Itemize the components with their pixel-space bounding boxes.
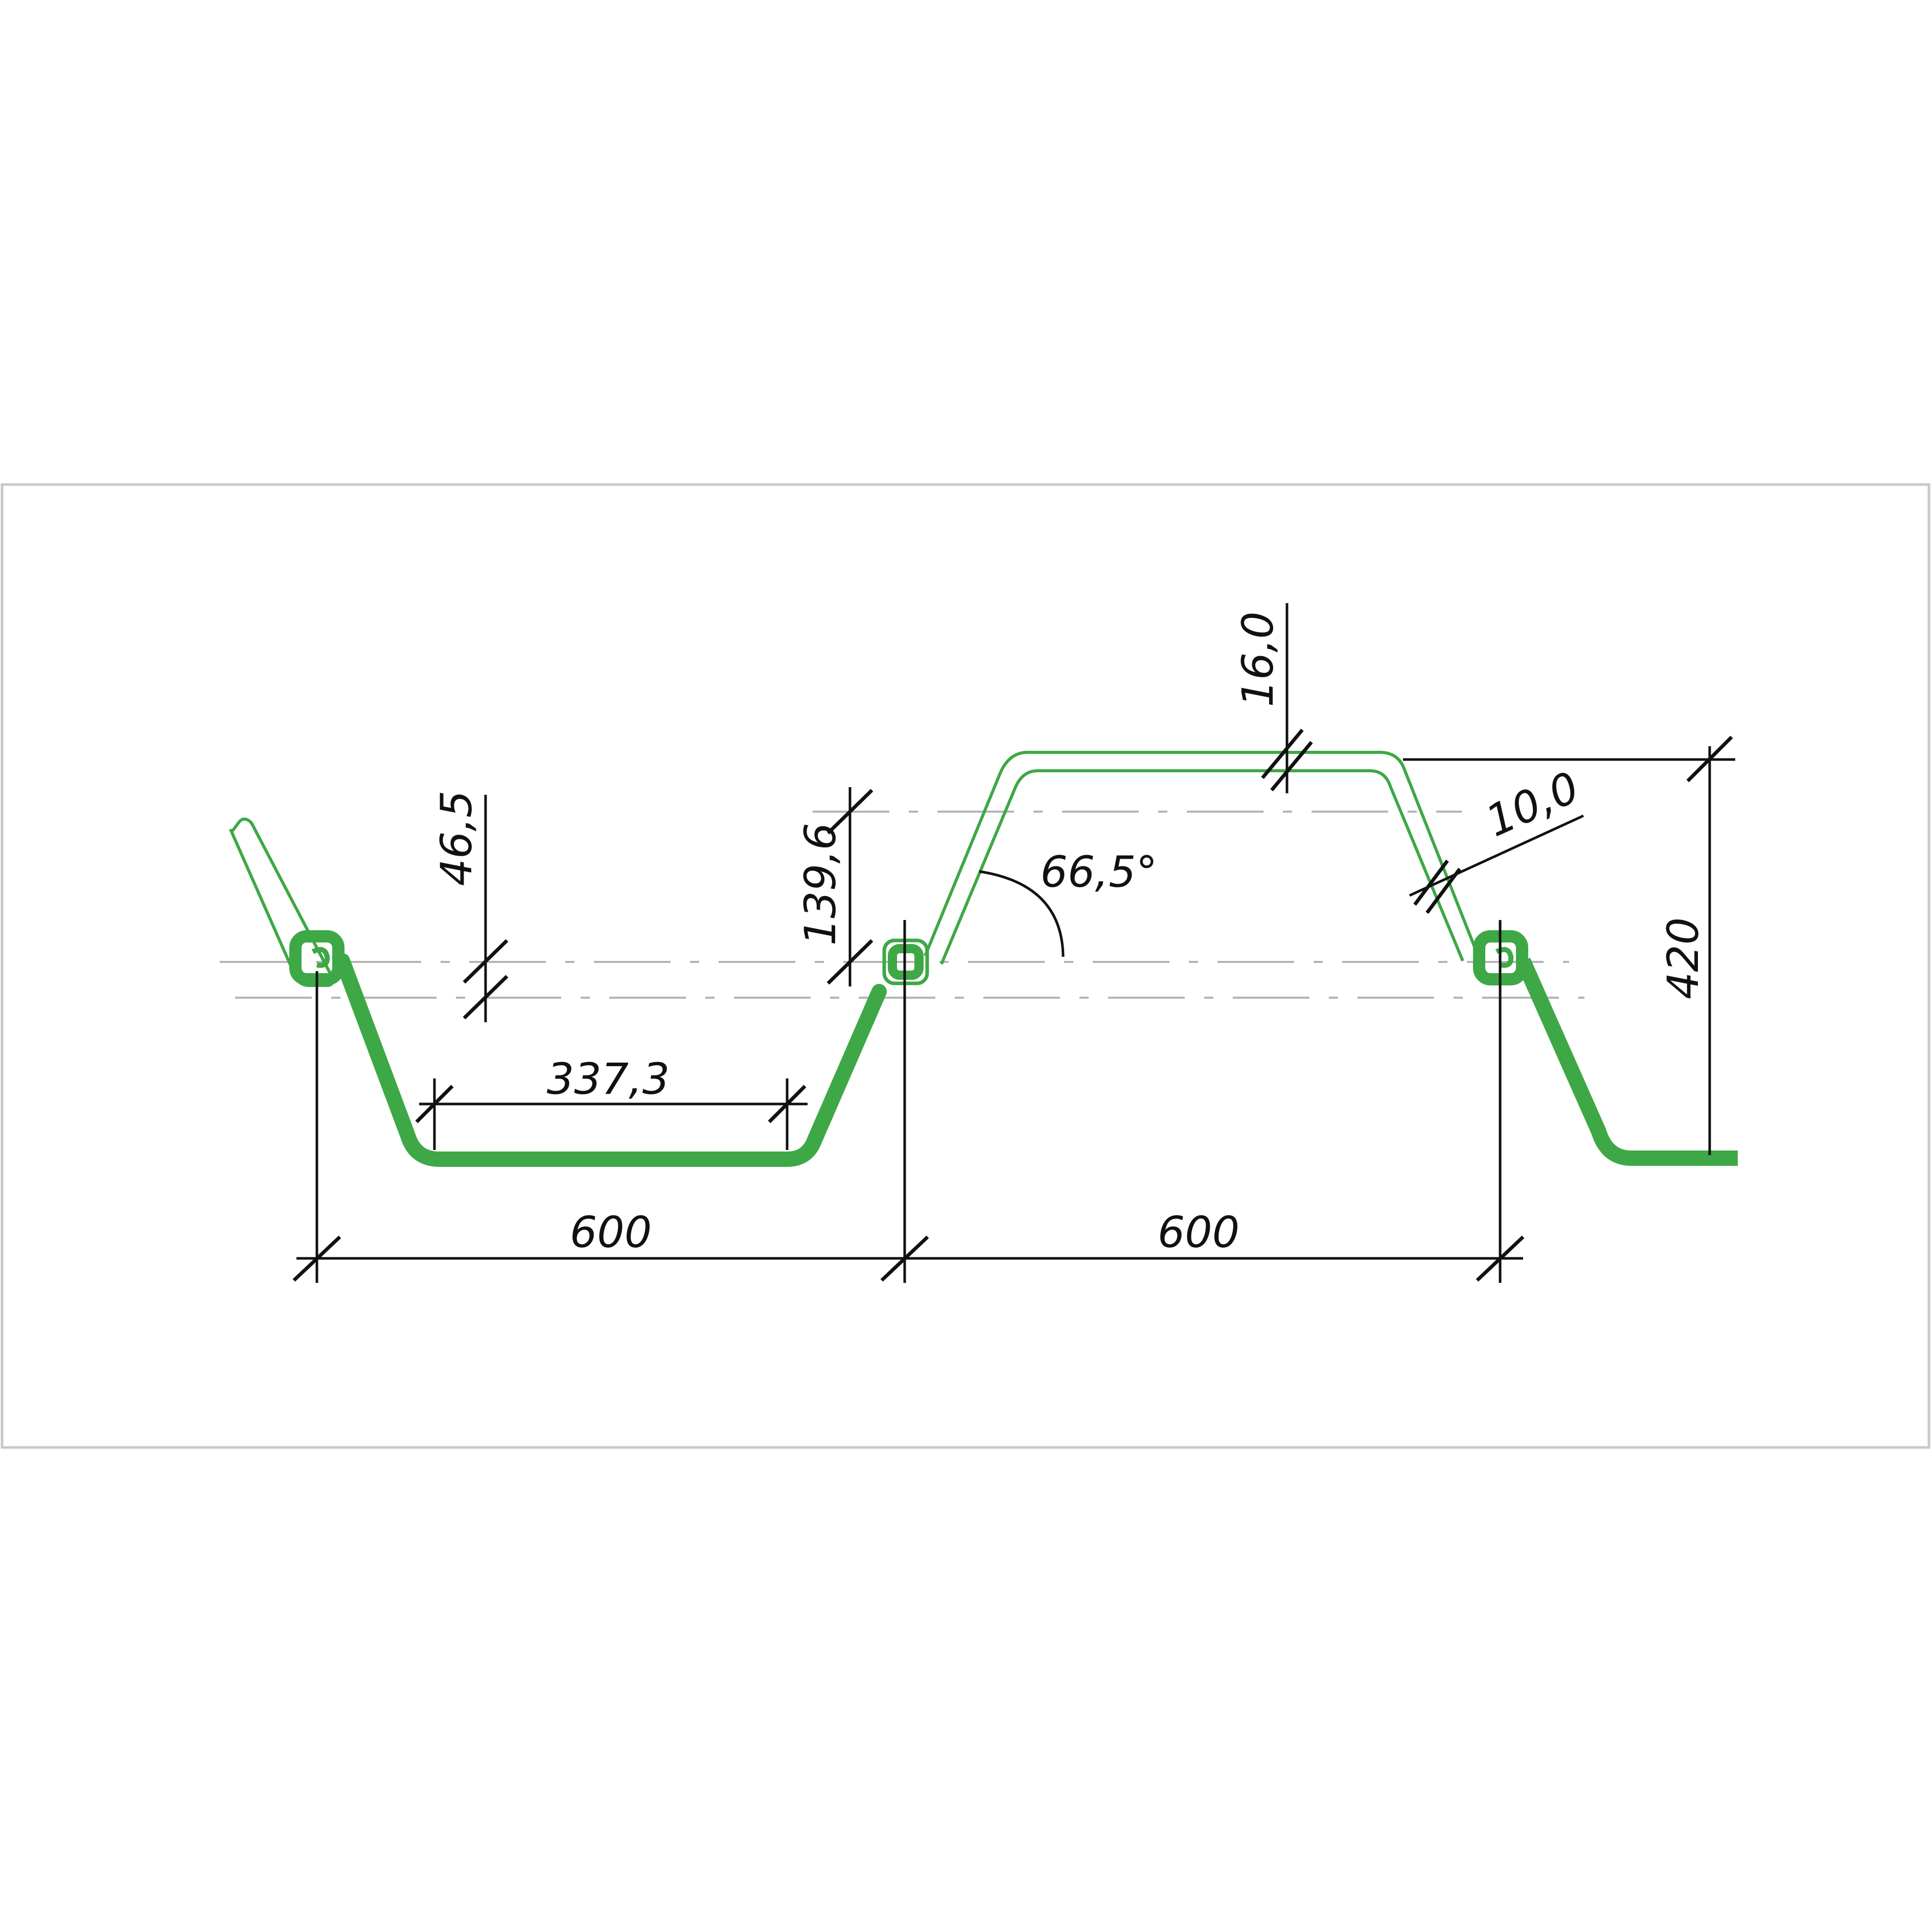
flange-width-label: 337,3 <box>547 1054 670 1104</box>
flange-tick-right <box>768 1085 807 1123</box>
pitch-tick-right <box>1476 1235 1525 1282</box>
thickness-tick-inner <box>1270 741 1313 792</box>
pitch-tick-middle <box>880 1235 929 1282</box>
height-label: 420 <box>1658 917 1708 999</box>
sheet-profile <box>228 751 1738 1167</box>
lock-height-tick-bottom <box>826 939 873 985</box>
thickness-tick-outer <box>1261 728 1304 779</box>
offset-tick-bottom <box>463 975 509 1020</box>
axis-offset-label: 46,5 <box>431 790 481 886</box>
web-angle-label: 66,5° <box>1040 847 1157 897</box>
dimension-lines <box>292 603 1735 1283</box>
lock-height-tick-top <box>826 789 873 835</box>
top-pile-inner <box>940 769 1464 965</box>
web-thickness-leader-line <box>1409 814 1584 897</box>
pitch-tick-left <box>292 1235 341 1282</box>
pitch-left-label: 600 <box>570 1207 652 1257</box>
offset-tick-top <box>463 939 509 984</box>
web-thickness-tick-inner <box>1425 867 1461 914</box>
height-tick-top <box>1686 735 1733 783</box>
web-angle-arc <box>979 870 1065 957</box>
web-thickness-tick-outer <box>1413 859 1449 906</box>
right-pile-body <box>1516 957 1738 1166</box>
bottom-pile-body <box>335 953 887 1167</box>
pitch-right-label: 600 <box>1158 1207 1239 1257</box>
lock-height-label: 139,6 <box>795 823 845 946</box>
flange-thickness-label: 16,0 <box>1233 611 1283 707</box>
flange-tick-left <box>415 1085 454 1123</box>
